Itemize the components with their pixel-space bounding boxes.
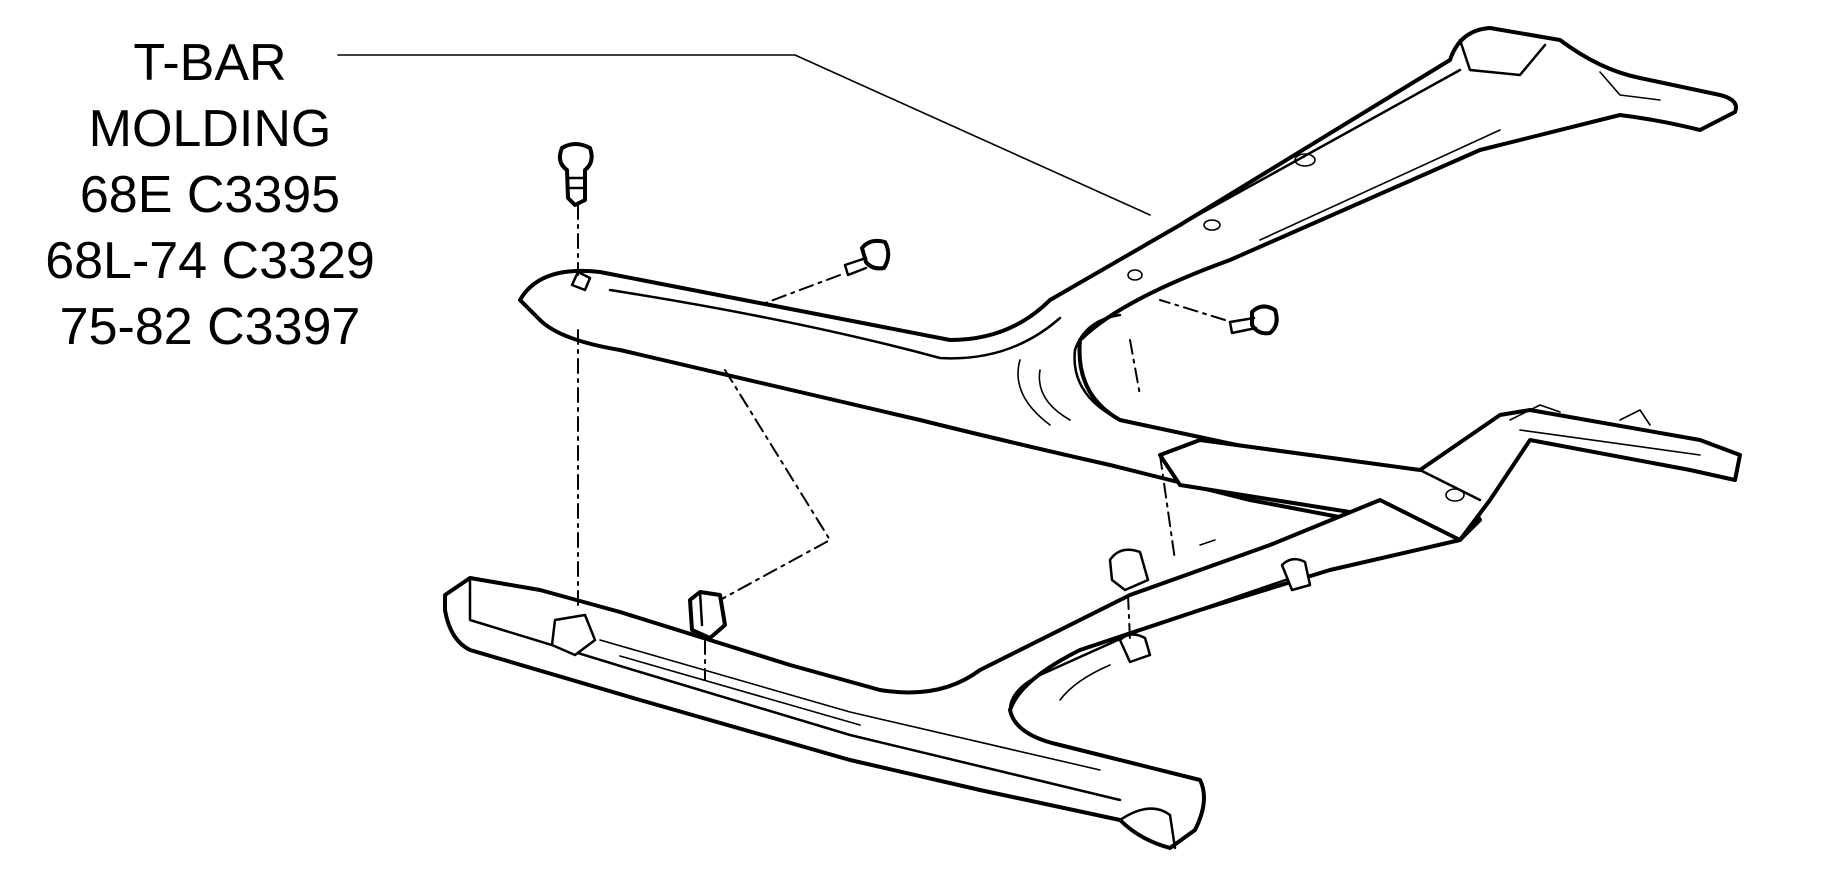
callout-subtitle: MOLDING bbox=[88, 100, 332, 158]
part-number-line-3: 75-82 C3397 bbox=[59, 298, 361, 356]
callout-title: T-BAR bbox=[133, 34, 287, 92]
part-number-line-2: 68L-74 C3329 bbox=[45, 232, 375, 290]
leader-line bbox=[337, 54, 1151, 216]
assembly-lines bbox=[577, 204, 1226, 641]
center-cross-bar bbox=[1158, 404, 1742, 542]
molding-pin bbox=[570, 270, 592, 292]
screw-center bbox=[843, 238, 891, 277]
part-callout: T-BAR MOLDING 68E C3395 68L-74 C3329 75-… bbox=[0, 30, 420, 360]
lower-t-bar-base bbox=[443, 498, 1462, 850]
molding-clip-left bbox=[688, 590, 727, 681]
part-number-line-1: 68E C3395 bbox=[79, 166, 341, 224]
screw-right bbox=[1228, 304, 1279, 336]
screw-top-left bbox=[557, 142, 594, 207]
upper-t-bar-molding bbox=[518, 26, 1738, 542]
